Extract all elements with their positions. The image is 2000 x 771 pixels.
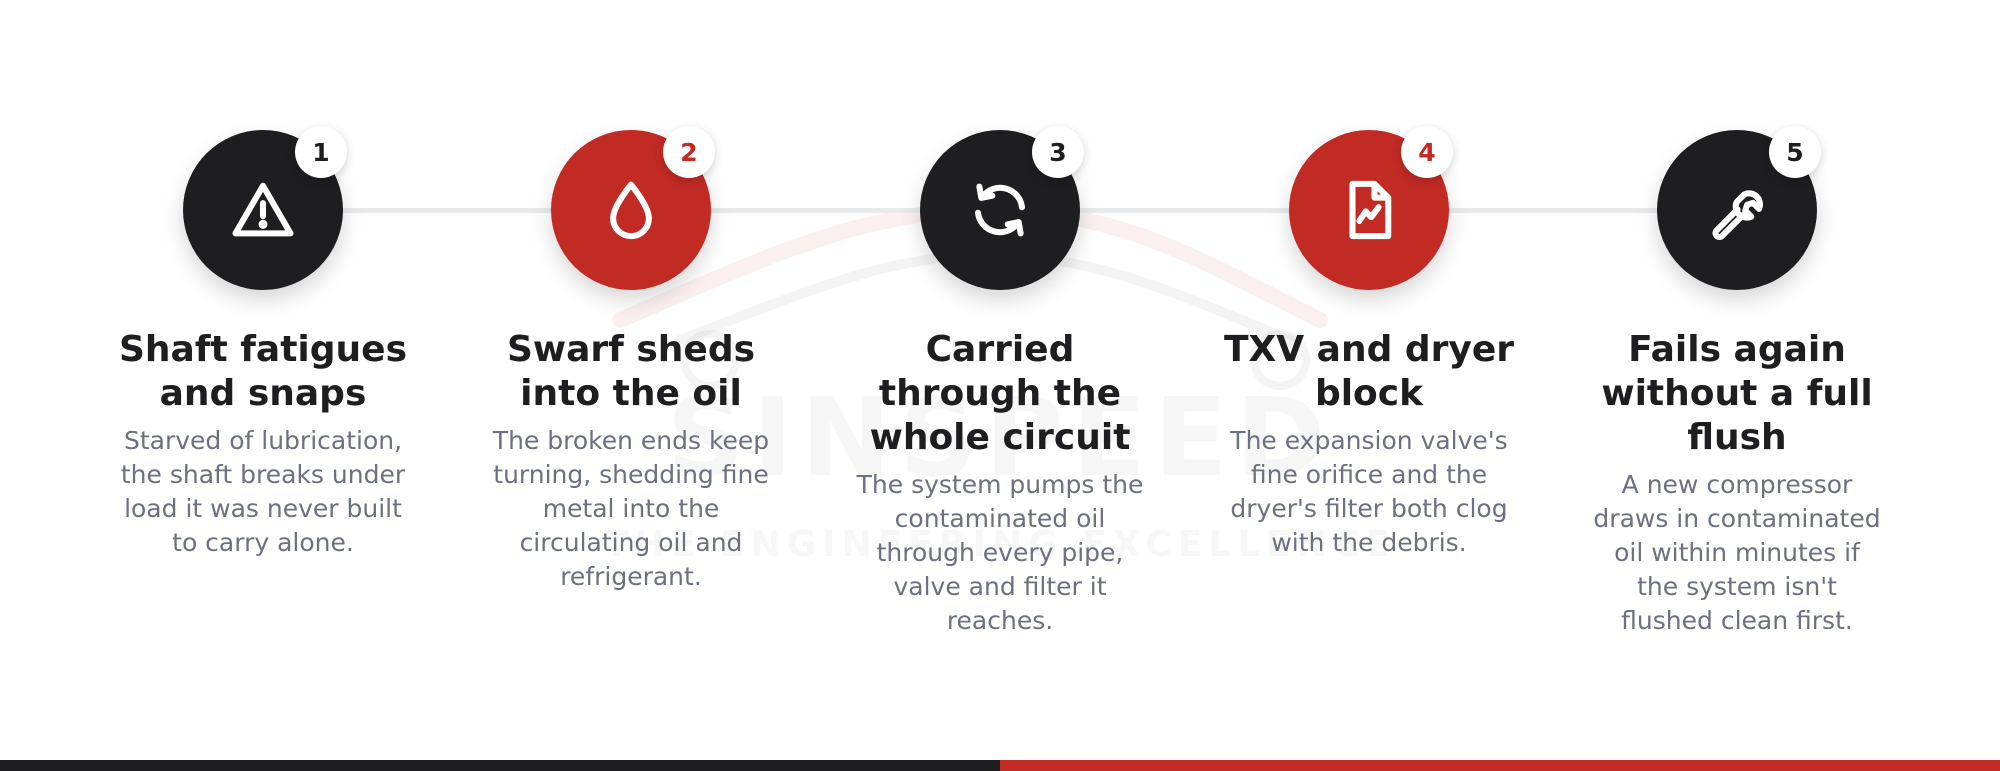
step-5: 5 Fails again without a full flush A new…	[1587, 126, 1887, 638]
step-2: 2 Swarf sheds into the oil The broken en…	[481, 126, 781, 594]
step-4-circle: 4	[1289, 126, 1453, 290]
step-2-description: The broken ends keep turning, shedding f…	[492, 426, 770, 591]
step-3-description: The system pumps the contaminated oil th…	[856, 470, 1144, 635]
step-1-title: Shaft fatigues and snaps	[119, 329, 407, 414]
step-5-number-badge: 5	[1769, 126, 1821, 178]
footer-accent-bar	[0, 760, 2000, 771]
step-4-number-badge: 4	[1401, 126, 1453, 178]
footer-bar-dark-segment	[0, 760, 1000, 771]
step-5-title: Fails again without a full flush	[1601, 329, 1873, 458]
step-3-number-badge: 3	[1032, 126, 1084, 178]
document-chart-icon	[1349, 180, 1392, 240]
step-4-title: TXV and dryer block	[1223, 329, 1515, 414]
oil-drop-icon	[610, 181, 652, 240]
refresh-cycle-icon	[974, 183, 1026, 237]
step-5-circle: 5	[1657, 126, 1821, 290]
step-3-title: Carried through the whole circuit	[869, 329, 1131, 458]
step-4: 4 TXV and dryer block The expansion valv…	[1219, 126, 1519, 560]
footer-bar-red-segment	[1000, 760, 2000, 771]
step-3: 3 Carried through the whole circuit The …	[850, 126, 1150, 638]
warning-triangle-icon	[232, 182, 294, 237]
step-1-circle: 1	[183, 126, 347, 290]
step-4-description: The expansion valve's fine orifice and t…	[1230, 426, 1508, 557]
step-1: 1 Shaft fatigues and snaps Starved of lu…	[113, 126, 413, 560]
step-3-circle: 3	[920, 126, 1084, 290]
step-1-number-badge: 1	[295, 126, 347, 178]
step-2-title: Swarf sheds into the oil	[506, 329, 756, 414]
wrench-icon	[1712, 190, 1763, 240]
step-2-number-badge: 2	[663, 126, 715, 178]
step-2-circle: 2	[551, 126, 715, 290]
step-5-description: A new compressor draws in contaminated o…	[1593, 470, 1881, 635]
step-1-description: Starved of lubrication, the shaft breaks…	[120, 426, 406, 557]
